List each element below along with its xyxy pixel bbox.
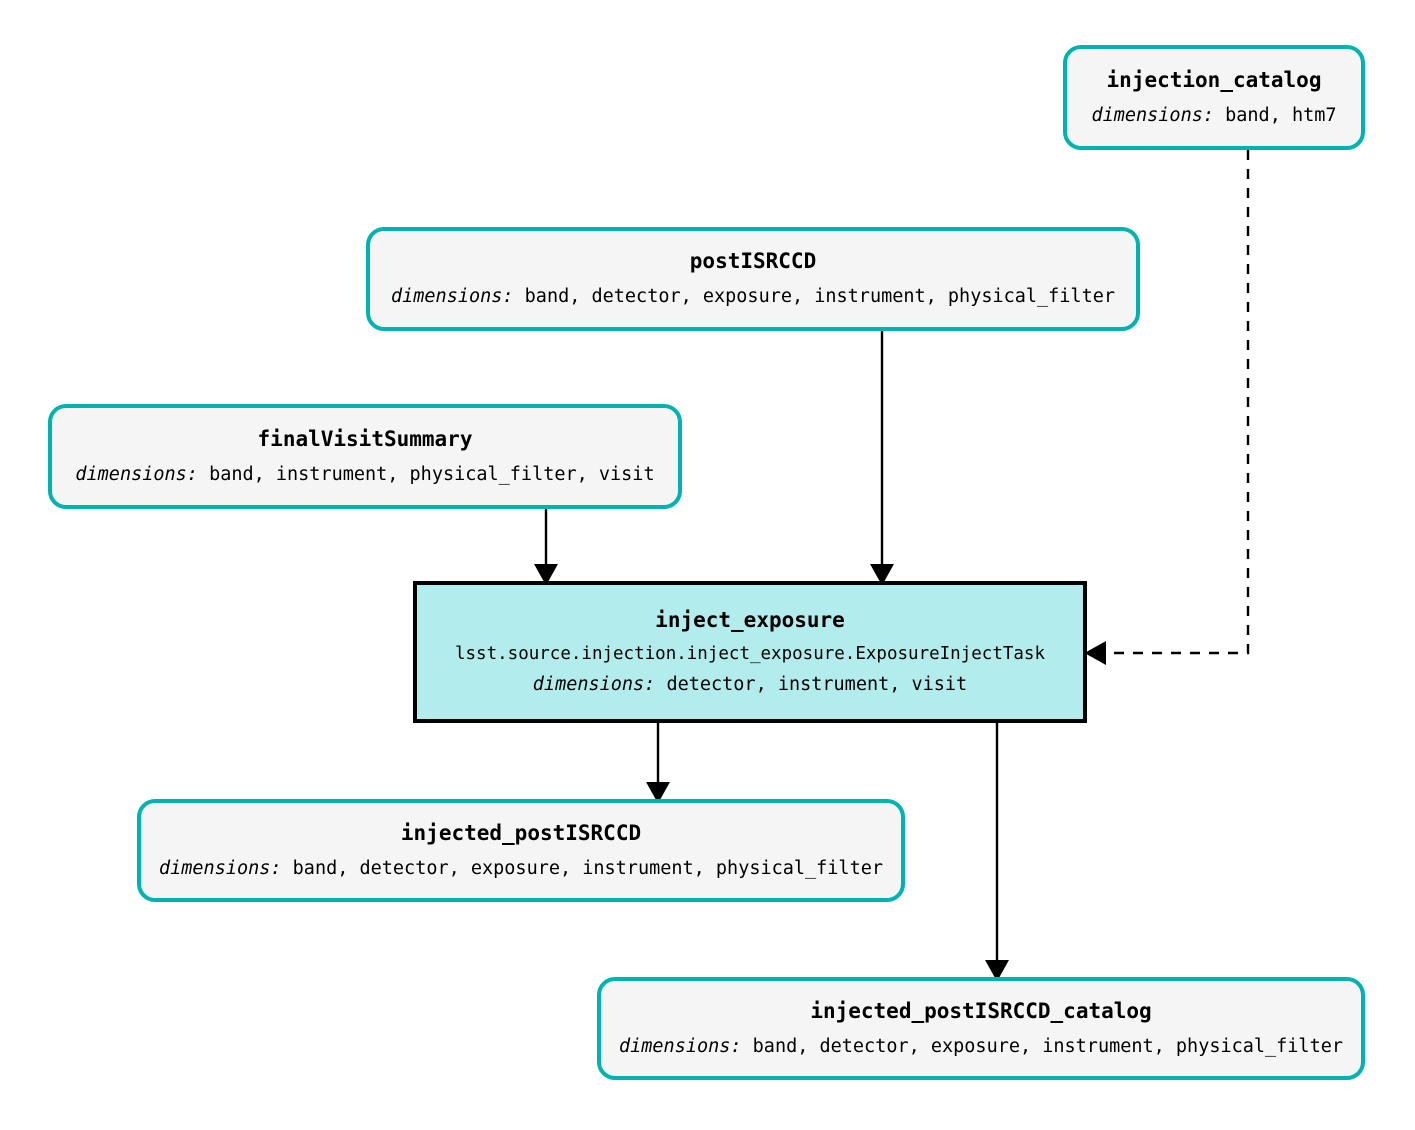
- node-title: injected_postISRCCD: [400, 820, 642, 845]
- dimensions-label: dimensions:: [391, 286, 514, 308]
- node-dimensions: dimensions: band, detector, exposure, in…: [391, 287, 1115, 307]
- dimensions-value: band, detector, exposure, instrument, ph…: [524, 286, 1115, 308]
- dimensions-value: band, detector, exposure, instrument, ph…: [292, 857, 883, 879]
- edge-injection-catalog-to-inject-exposure: [1084, 150, 1250, 665]
- node-inject-exposure[interactable]: inject_exposure lsst.source.injection.in…: [413, 581, 1087, 723]
- node-injected-postisrccd[interactable]: injected_postISRCCD dimensions: band, de…: [137, 799, 905, 902]
- node-title: finalVisitSummary: [257, 426, 473, 451]
- node-title: injection_catalog: [1106, 67, 1322, 92]
- node-dimensions: dimensions: band, instrument, physical_f…: [75, 463, 655, 485]
- node-title: injected_postISRCCD_catalog: [810, 998, 1152, 1023]
- dimensions-value: detector, instrument, visit: [666, 674, 968, 695]
- dimensions-label: dimensions:: [619, 1035, 742, 1057]
- node-dimensions: dimensions: band, detector, exposure, in…: [159, 857, 883, 879]
- node-title: postISRCCD: [689, 249, 817, 274]
- dimensions-label: dimensions:: [532, 674, 656, 695]
- node-title: inject_exposure: [655, 607, 845, 632]
- node-injection-catalog[interactable]: injection_catalog dimensions: band, htm7: [1063, 45, 1365, 150]
- node-finalvisitsummary[interactable]: finalVisitSummary dimensions: band, inst…: [48, 404, 682, 509]
- node-dimensions: dimensions: band, htm7: [1091, 104, 1337, 126]
- node-class-path: lsst.source.injection.inject_exposure.Ex…: [454, 643, 1045, 664]
- dimensions-label: dimensions:: [159, 857, 282, 879]
- node-dimensions: dimensions: detector, instrument, visit: [532, 674, 968, 695]
- dimensions-label: dimensions:: [1091, 104, 1214, 126]
- dimensions-label: dimensions:: [75, 463, 198, 485]
- node-injected-postisrccd-catalog[interactable]: injected_postISRCCD_catalog dimensions: …: [597, 977, 1365, 1080]
- dimensions-value: band, instrument, physical_filter, visit: [209, 463, 655, 485]
- dimensions-value: band, detector, exposure, instrument, ph…: [752, 1035, 1343, 1057]
- dimensions-value: band, htm7: [1225, 104, 1337, 126]
- node-dimensions: dimensions: band, detector, exposure, in…: [619, 1035, 1343, 1057]
- node-postisrccd[interactable]: postISRCCD dimensions: band, detector, e…: [366, 227, 1140, 331]
